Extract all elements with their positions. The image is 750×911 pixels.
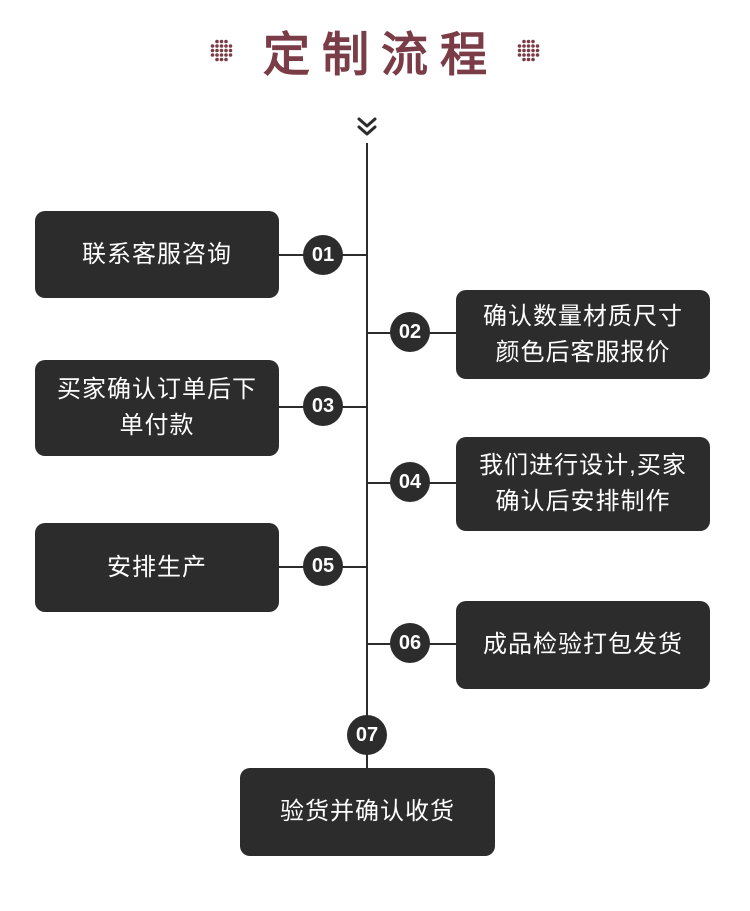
step-number-4: 04 — [390, 462, 430, 502]
halftone-dots-icon — [517, 39, 540, 61]
step-box-2: 确认数量材质尺寸 颜色后客服报价 — [456, 290, 710, 379]
step-box-6: 成品检验打包发货 — [456, 601, 710, 689]
step-number-3: 03 — [303, 386, 343, 426]
step-number-2: 02 — [390, 312, 430, 352]
step-box-5: 安排生产 — [35, 523, 279, 612]
step-box-7: 验货并确认收货 — [240, 768, 495, 856]
page-title: 定制流程 — [263, 29, 499, 82]
step-number-6: 06 — [390, 623, 430, 663]
step-number-7: 07 — [347, 715, 387, 755]
halftone-dots-icon — [210, 39, 233, 61]
step-number-1: 01 — [303, 235, 343, 275]
timeline-line — [366, 143, 368, 769]
step-box-4: 我们进行设计,买家 确认后安排制作 — [456, 437, 710, 531]
double-chevron-down-icon — [357, 117, 377, 136]
step-box-3: 买家确认订单后下 单付款 — [35, 360, 279, 456]
step-box-1: 联系客服咨询 — [35, 211, 279, 298]
step-number-5: 05 — [303, 546, 343, 586]
page-header: 定制流程 — [0, 20, 750, 82]
